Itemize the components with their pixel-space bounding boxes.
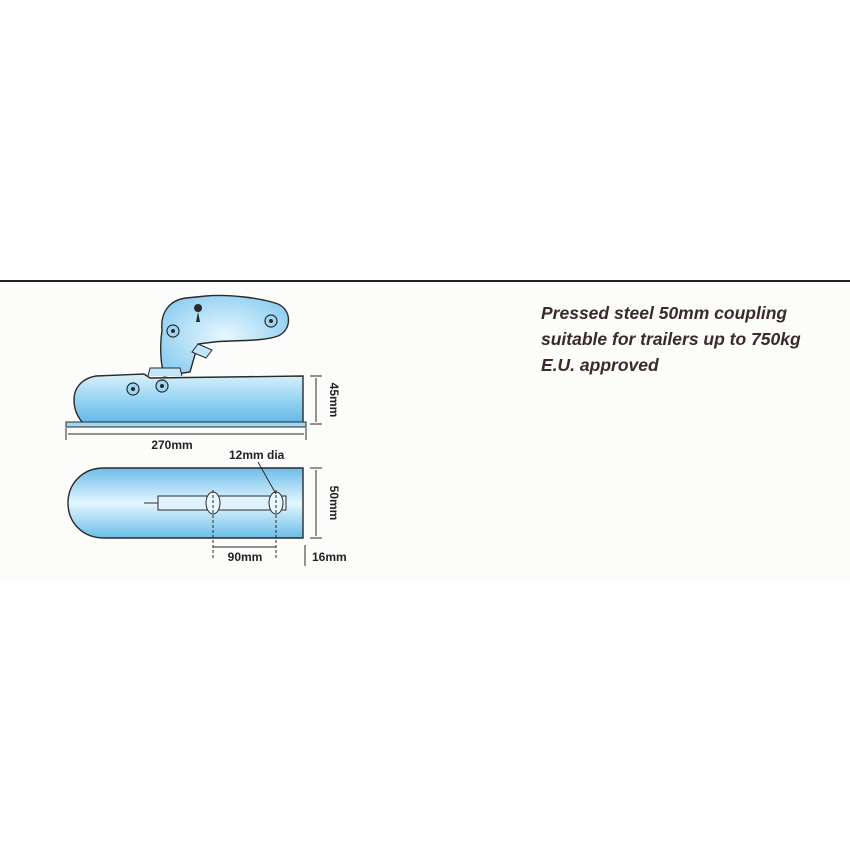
top-view: 12mm dia 50mm 90mm 16mm: [67, 448, 347, 566]
side-view: 45mm 270mm: [65, 294, 341, 452]
description-line-2: suitable for trailers up to 750kg: [541, 329, 801, 349]
base-plate: [65, 421, 307, 428]
coupling-body: [73, 373, 304, 425]
keyhole-icon: [194, 304, 203, 322]
hole-spacing-label: 90mm: [228, 550, 263, 564]
height-label: 45mm: [327, 383, 341, 418]
bolt: [157, 495, 287, 511]
description-line-1: Pressed steel 50mm coupling: [541, 303, 788, 323]
product-description: Pressed steel 50mm coupling suitable for…: [541, 300, 841, 378]
length-label: 270mm: [151, 438, 192, 452]
height-dimension: [310, 375, 322, 425]
width-label: 50mm: [327, 486, 341, 521]
hole-diameter-leader: [257, 461, 277, 495]
coupling-handle: [159, 294, 290, 377]
width-dimension: [310, 467, 322, 539]
end-offset-label: 16mm: [312, 550, 347, 564]
hole-diameter-label: 12mm dia: [229, 448, 285, 462]
length-dimension: [65, 428, 307, 440]
horizontal-divider: [0, 280, 850, 282]
description-line-3: E.U. approved: [541, 355, 659, 375]
